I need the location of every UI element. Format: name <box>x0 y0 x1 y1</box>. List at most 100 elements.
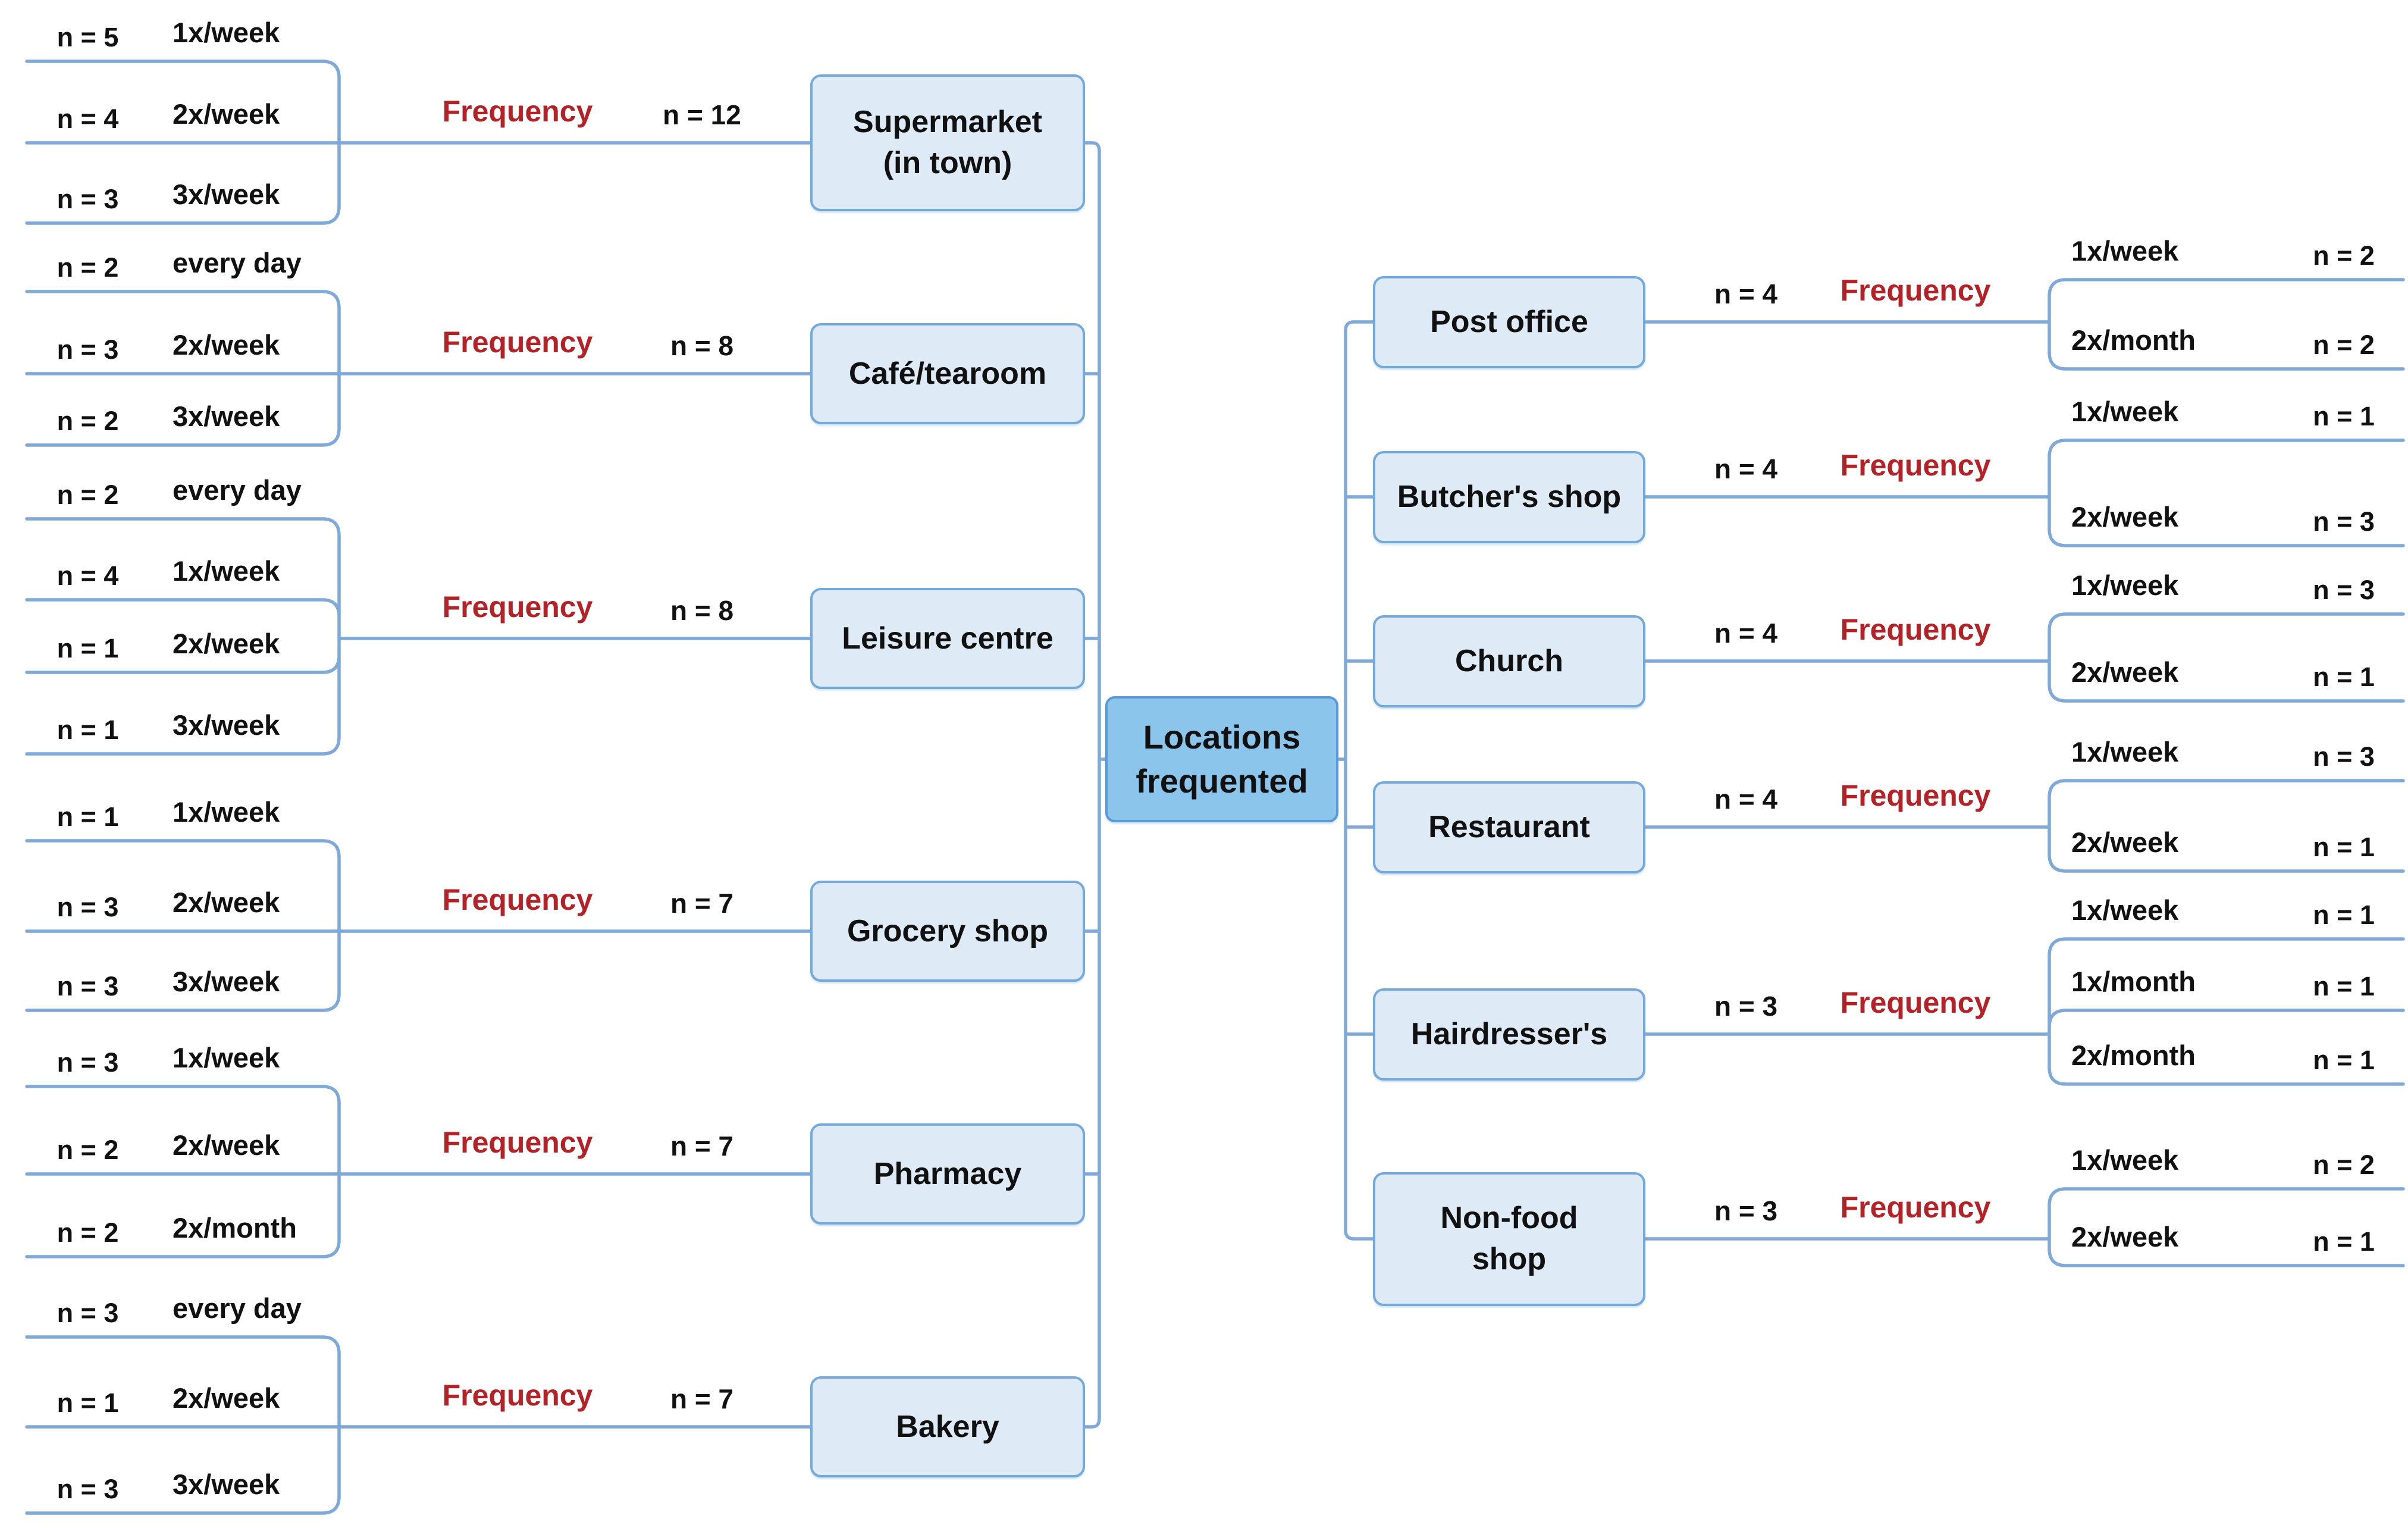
leaf-count-grocery-shop-1x-week[interactable]: n = 1 <box>57 801 119 832</box>
leaf-count-grocery-shop-2x-week[interactable]: n = 3 <box>57 892 119 922</box>
leaf-count-supermarket-in-town-1x-week[interactable]: n = 5 <box>57 22 119 52</box>
leaf-hairdresser-s-1x-month[interactable]: 1x/month <box>2071 966 2196 997</box>
leaf-count-church-1x-week[interactable]: n = 3 <box>2313 575 2375 605</box>
leaf-restaurant-1x-week[interactable]: 1x/week <box>2071 736 2179 768</box>
frequency-label-post-office[interactable]: Frequency <box>1840 274 1991 307</box>
leaf-count-restaurant-2x-week[interactable]: n = 1 <box>2313 832 2375 862</box>
node-non-food-shop[interactable]: Non-food shop <box>1373 1172 1645 1306</box>
leaf-count-bakery-2x-week[interactable]: n = 1 <box>57 1388 119 1418</box>
leaf-count-church-2x-week[interactable]: n = 1 <box>2313 662 2375 692</box>
leaf-count-bakery-every-day[interactable]: n = 3 <box>57 1298 119 1328</box>
frequency-label-restaurant[interactable]: Frequency <box>1840 779 1991 812</box>
leaf-pharmacy-1x-week[interactable]: 1x/week <box>173 1042 280 1073</box>
leaf-count-grocery-shop-3x-week[interactable]: n = 3 <box>57 971 119 1001</box>
leaf-bakery-2x-week[interactable]: 2x/week <box>173 1382 280 1414</box>
leaf-pharmacy-2x-month[interactable]: 2x/month <box>173 1212 297 1244</box>
leaf-count-restaurant-1x-week[interactable]: n = 3 <box>2313 741 2375 772</box>
leaf-hairdresser-s-1x-week[interactable]: 1x/week <box>2071 894 2179 926</box>
frequency-label-supermarket-in-town[interactable]: Frequency <box>442 95 593 128</box>
leaf-hairdresser-s-2x-month[interactable]: 2x/month <box>2071 1039 2196 1071</box>
leaf-non-food-shop-1x-week[interactable]: 1x/week <box>2071 1144 2179 1176</box>
branch-count-pharmacy[interactable]: n = 7 <box>670 1131 734 1161</box>
node-caf-tearoom[interactable]: Café/tearoom <box>810 323 1085 424</box>
branch-count-restaurant[interactable]: n = 4 <box>1714 784 1778 815</box>
node-post-office[interactable]: Post office <box>1373 275 1645 368</box>
leaf-grocery-shop-1x-week[interactable]: 1x/week <box>173 796 280 828</box>
leaf-grocery-shop-3x-week[interactable]: 3x/week <box>173 966 280 997</box>
frequency-label-hairdresser-s[interactable]: Frequency <box>1840 986 1991 1019</box>
leaf-count-hairdresser-s-1x-week[interactable]: n = 1 <box>2313 900 2375 930</box>
frequency-label-butcher-s-shop[interactable]: Frequency <box>1840 449 1991 482</box>
leaf-bakery-every-day[interactable]: every day <box>173 1292 302 1324</box>
leaf-count-non-food-shop-1x-week[interactable]: n = 2 <box>2313 1150 2375 1180</box>
leaf-count-post-office-1x-week[interactable]: n = 2 <box>2313 240 2375 271</box>
leaf-leisure-centre-1x-week[interactable]: 1x/week <box>173 555 280 587</box>
leaf-count-leisure-centre-1x-week[interactable]: n = 4 <box>57 561 119 591</box>
node-leisure-centre[interactable]: Leisure centre <box>810 588 1085 689</box>
node-pharmacy[interactable]: Pharmacy <box>810 1123 1085 1225</box>
frequency-label-caf-tearoom[interactable]: Frequency <box>442 325 593 359</box>
leaf-grocery-shop-2x-week[interactable]: 2x/week <box>173 887 280 918</box>
leaf-post-office-2x-month[interactable]: 2x/month <box>2071 324 2196 356</box>
node-grocery-shop[interactable]: Grocery shop <box>810 881 1085 982</box>
branch-count-caf-tearoom[interactable]: n = 8 <box>670 330 734 361</box>
branch-count-non-food-shop[interactable]: n = 3 <box>1714 1195 1778 1226</box>
branch-count-church[interactable]: n = 4 <box>1714 618 1778 649</box>
leaf-count-non-food-shop-2x-week[interactable]: n = 1 <box>2313 1226 2375 1257</box>
branch-count-hairdresser-s[interactable]: n = 3 <box>1714 991 1778 1022</box>
leaf-church-2x-week[interactable]: 2x/week <box>2071 656 2179 688</box>
central-topic[interactable]: Locations frequented <box>1105 696 1338 822</box>
leaf-pharmacy-2x-week[interactable]: 2x/week <box>173 1129 280 1161</box>
leaf-count-caf-tearoom-2x-week[interactable]: n = 3 <box>57 334 119 365</box>
leaf-count-leisure-centre-2x-week[interactable]: n = 1 <box>57 633 119 663</box>
leaf-church-1x-week[interactable]: 1x/week <box>2071 569 2179 601</box>
node-butcher-s-shop[interactable]: Butcher's shop <box>1373 450 1645 543</box>
branch-count-butcher-s-shop[interactable]: n = 4 <box>1714 453 1778 484</box>
frequency-label-pharmacy[interactable]: Frequency <box>442 1126 593 1159</box>
branch-count-leisure-centre[interactable]: n = 8 <box>670 595 734 626</box>
leaf-count-hairdresser-s-2x-month[interactable]: n = 1 <box>2313 1045 2375 1075</box>
leaf-count-leisure-centre-3x-week[interactable]: n = 1 <box>57 715 119 745</box>
leaf-count-pharmacy-2x-month[interactable]: n = 2 <box>57 1217 119 1248</box>
node-supermarket-in-town[interactable]: Supermarket (in town) <box>810 74 1085 211</box>
leaf-supermarket-in-town-2x-week[interactable]: 2x/week <box>173 98 280 130</box>
leaf-butcher-s-shop-1x-week[interactable]: 1x/week <box>2071 396 2179 427</box>
branch-count-bakery[interactable]: n = 7 <box>670 1383 734 1414</box>
leaf-supermarket-in-town-3x-week[interactable]: 3x/week <box>173 179 280 210</box>
leaf-caf-tearoom-3x-week[interactable]: 3x/week <box>173 400 280 432</box>
leaf-count-bakery-3x-week[interactable]: n = 3 <box>57 1474 119 1504</box>
leaf-count-pharmacy-2x-week[interactable]: n = 2 <box>57 1135 119 1165</box>
leaf-count-butcher-s-shop-1x-week[interactable]: n = 1 <box>2313 401 2375 431</box>
leaf-post-office-1x-week[interactable]: 1x/week <box>2071 235 2179 267</box>
frequency-label-bakery[interactable]: Frequency <box>442 1379 593 1412</box>
node-bakery[interactable]: Bakery <box>810 1376 1085 1477</box>
leaf-butcher-s-shop-2x-week[interactable]: 2x/week <box>2071 501 2179 533</box>
leaf-non-food-shop-2x-week[interactable]: 2x/week <box>2071 1221 2179 1253</box>
node-church[interactable]: Church <box>1373 615 1645 707</box>
leaf-count-butcher-s-shop-2x-week[interactable]: n = 3 <box>2313 506 2375 537</box>
branch-count-post-office[interactable]: n = 4 <box>1714 278 1778 309</box>
leaf-count-supermarket-in-town-2x-week[interactable]: n = 4 <box>57 104 119 134</box>
frequency-label-leisure-centre[interactable]: Frequency <box>442 590 593 624</box>
leaf-leisure-centre-3x-week[interactable]: 3x/week <box>173 709 280 741</box>
leaf-bakery-3x-week[interactable]: 3x/week <box>173 1468 280 1500</box>
frequency-label-grocery-shop[interactable]: Frequency <box>442 883 593 916</box>
leaf-caf-tearoom-2x-week[interactable]: 2x/week <box>173 329 280 361</box>
leaf-restaurant-2x-week[interactable]: 2x/week <box>2071 826 2179 858</box>
branch-count-supermarket-in-town[interactable]: n = 12 <box>663 99 741 130</box>
leaf-count-caf-tearoom-every-day[interactable]: n = 2 <box>57 252 119 283</box>
branch-count-grocery-shop[interactable]: n = 7 <box>670 888 734 919</box>
leaf-leisure-centre-every-day[interactable]: every day <box>173 474 302 506</box>
frequency-label-non-food-shop[interactable]: Frequency <box>1840 1191 1991 1224</box>
leaf-count-post-office-2x-month[interactable]: n = 2 <box>2313 330 2375 360</box>
leaf-count-caf-tearoom-3x-week[interactable]: n = 2 <box>57 406 119 436</box>
node-restaurant[interactable]: Restaurant <box>1373 781 1645 873</box>
node-hairdresser-s[interactable]: Hairdresser's <box>1373 988 1645 1081</box>
leaf-count-pharmacy-1x-week[interactable]: n = 3 <box>57 1047 119 1078</box>
leaf-leisure-centre-2x-week[interactable]: 2x/week <box>173 628 280 659</box>
leaf-count-supermarket-in-town-3x-week[interactable]: n = 3 <box>57 184 119 214</box>
leaf-supermarket-in-town-1x-week[interactable]: 1x/week <box>173 17 280 48</box>
leaf-caf-tearoom-every-day[interactable]: every day <box>173 247 302 278</box>
leaf-count-hairdresser-s-1x-month[interactable]: n = 1 <box>2313 971 2375 1001</box>
leaf-count-leisure-centre-every-day[interactable]: n = 2 <box>57 480 119 510</box>
